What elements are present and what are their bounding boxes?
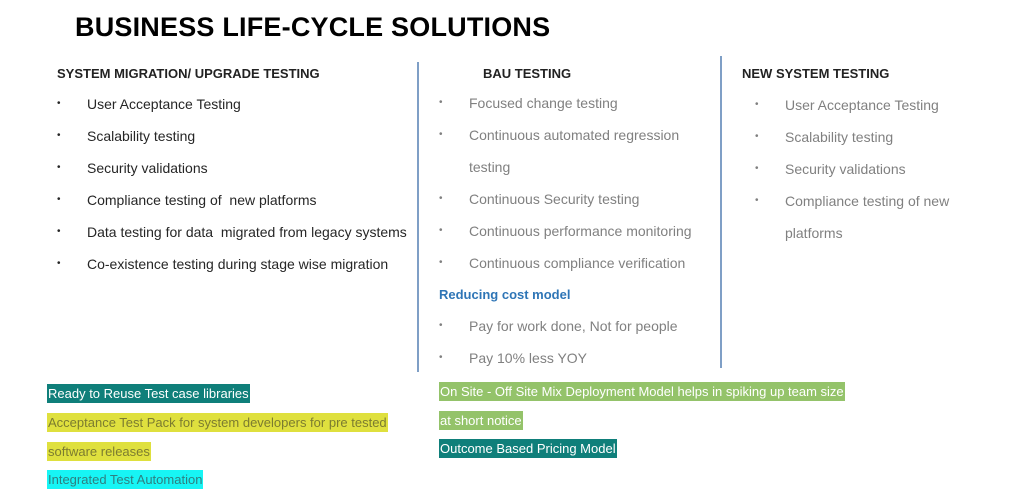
bullet-icon: • xyxy=(439,129,443,140)
bullet-icon: • xyxy=(57,162,61,173)
list-item: •Scalability testing xyxy=(57,120,407,152)
list-item: •Data testing for data migrated from leg… xyxy=(57,216,407,248)
bullet-icon: • xyxy=(439,225,443,236)
bullet-icon: • xyxy=(755,99,759,110)
list-item: •Compliance testing of new xyxy=(755,185,949,217)
bullet-icon: • xyxy=(57,226,61,237)
column-divider-right xyxy=(720,56,722,368)
column-divider-left xyxy=(417,62,419,372)
bullet-icon: • xyxy=(439,352,443,363)
column-heading-new-system: NEW SYSTEM TESTING xyxy=(742,66,890,81)
list-item: •Pay 10% less YOY xyxy=(439,342,678,374)
list-item: •Scalability testing xyxy=(755,121,949,153)
list-item: •Co-existence testing during stage wise … xyxy=(57,248,407,280)
highlight-reuse-libraries: Ready to Reuse Test case libraries xyxy=(47,384,250,403)
cost-list: •Pay for work done, Not for people •Pay … xyxy=(439,310,678,374)
new-system-list: •User Acceptance Testing •Scalability te… xyxy=(755,89,949,249)
highlight-test-automation: Integrated Test Automation xyxy=(47,470,204,489)
bau-list: •Focused change testing •Continuous auto… xyxy=(439,87,692,279)
list-item-continuation: platforms xyxy=(785,225,843,241)
bullet-icon: • xyxy=(755,195,759,206)
list-item: •Continuous Security testing xyxy=(439,183,692,215)
bullet-icon: • xyxy=(57,194,61,205)
bullet-icon: • xyxy=(439,97,443,108)
list-item: •Security validations xyxy=(57,152,407,184)
column-heading-bau: BAU TESTING xyxy=(483,66,572,81)
highlight-pricing-model: Outcome Based Pricing Model xyxy=(439,439,617,458)
list-item: •Continuous automated regression xyxy=(439,119,692,151)
list-item: •Security validations xyxy=(755,153,949,185)
highlight-deployment-model-cont: at short notice xyxy=(439,411,523,430)
bullet-icon: • xyxy=(57,98,61,109)
highlight-deployment-model: On Site - Off Site Mix Deployment Model … xyxy=(439,382,845,401)
list-item: •Focused change testing xyxy=(439,87,692,119)
list-item: •User Acceptance Testing xyxy=(57,88,407,120)
list-item: •Continuous performance monitoring xyxy=(439,215,692,247)
list-item-continuation: testing xyxy=(469,159,511,175)
list-item: •Pay for work done, Not for people xyxy=(439,310,678,342)
list-item: •Continuous compliance verification xyxy=(439,247,692,279)
reducing-cost-subheading: Reducing cost model xyxy=(439,287,571,302)
bullet-icon: • xyxy=(755,163,759,174)
bullet-icon: • xyxy=(439,193,443,204)
bullet-icon: • xyxy=(439,320,443,331)
list-item: •Compliance testing of new platforms xyxy=(57,184,407,216)
page-title: BUSINESS LIFE-CYCLE SOLUTIONS xyxy=(75,12,551,42)
list-item: •User Acceptance Testing xyxy=(755,89,949,121)
bullet-icon: • xyxy=(755,131,759,142)
migration-list: •User Acceptance Testing •Scalability te… xyxy=(57,88,407,280)
bullet-icon: • xyxy=(57,258,61,269)
bullet-icon: • xyxy=(439,257,443,268)
highlight-acceptance-pack-cont: software releases xyxy=(47,442,151,461)
bullet-icon: • xyxy=(57,130,61,141)
column-heading-migration: SYSTEM MIGRATION/ UPGRADE TESTING xyxy=(57,66,320,81)
highlight-acceptance-pack: Acceptance Test Pack for system develope… xyxy=(47,413,388,432)
